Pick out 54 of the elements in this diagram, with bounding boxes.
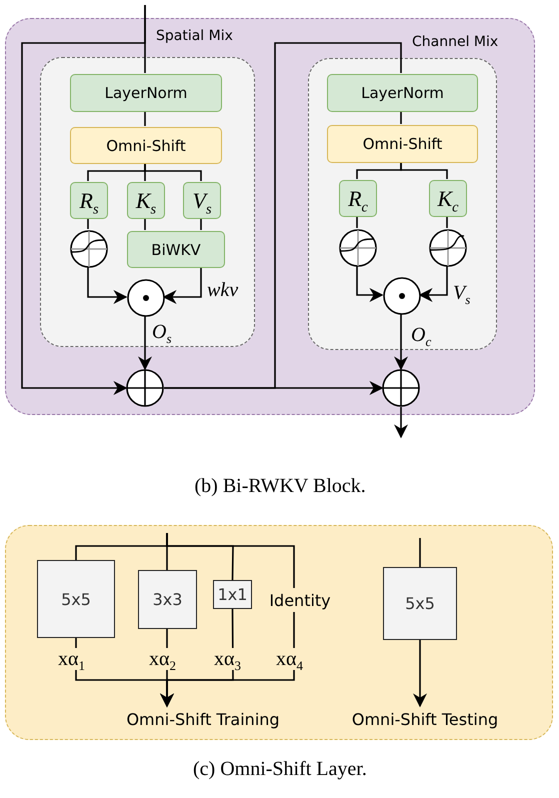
arrow [356,266,384,302]
arrow [164,381,384,395]
figure-caption: (b) Bi-RWKV Block. [194,475,366,498]
arrow [138,316,152,370]
add-symbol [382,369,420,407]
layer-box: BiWKV [127,231,225,268]
arrow [87,267,128,304]
group-title: Channel Mix [412,34,498,50]
edge-label: xα$_{2}$ [148,648,177,670]
shift-box: Omni-Shift [327,125,478,163]
layer-box: R$_{s}$ [70,182,108,219]
kernel-box: 3x3 [138,570,197,629]
arrow [21,5,146,395]
connector-line [200,218,202,230]
node-label: Omni-Shift Testing [330,706,520,732]
node-label: Identity [262,588,338,612]
arrow [394,407,408,438]
connector-line [400,111,402,124]
layer-box: K$_{s}$ [127,182,165,219]
edge-label: xα$_{1}$ [57,648,86,670]
kernel-box: 5x5 [383,567,457,640]
connector-line [144,111,146,126]
group-title: Spatial Mix [156,28,233,44]
edge-label: xα$_{3}$ [213,648,242,670]
activation-icon [429,229,467,267]
add-symbol [126,369,164,407]
multiply-symbol [127,279,165,317]
arrow [162,267,202,304]
connector-line [144,163,202,181]
kernel-box: 5x5 [37,560,115,638]
arrow [413,640,427,708]
layer-box: LayerNorm [327,74,478,112]
activation-icon [70,230,108,268]
arrow [160,612,295,708]
figure-caption: (c) Omni-Shift Layer. [193,758,367,781]
connector-line [419,538,421,567]
multiply-symbol [383,277,421,315]
arrow [418,266,448,302]
layer-box: K$_{c}$ [429,180,467,217]
arrow [394,314,408,370]
layer-box: LayerNorm [70,74,222,112]
connector-line [166,533,295,588]
kernel-box: 1x1 [213,580,252,609]
shift-box: Omni-Shift [70,127,222,164]
edge-label: xα$_{4}$ [275,648,304,670]
connector-line [400,162,448,179]
connector-line [446,216,448,228]
connector-line [87,218,89,229]
layer-box: R$_{c}$ [339,180,377,217]
connector-line [144,218,146,230]
activation-icon [339,229,377,267]
connector-line [356,216,358,228]
node-label: Omni-Shift Training [78,706,328,732]
layer-box: V$_{s}$ [183,182,221,219]
